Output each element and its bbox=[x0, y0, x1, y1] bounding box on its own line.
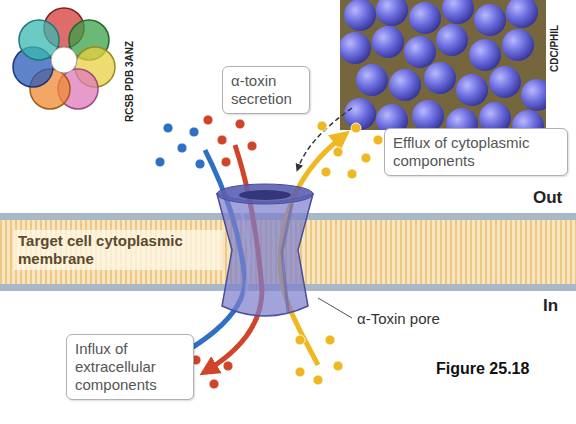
coccus bbox=[456, 74, 488, 106]
secretion-arrow bbox=[298, 108, 352, 168]
coccus bbox=[344, 0, 376, 31]
coccus bbox=[372, 26, 404, 58]
coccus bbox=[376, 0, 408, 26]
pore-rim bbox=[217, 184, 313, 204]
molecule bbox=[209, 379, 219, 389]
coccus bbox=[506, 0, 538, 28]
callout-box: Influx of extracellular components bbox=[66, 334, 194, 400]
coccus bbox=[436, 24, 468, 56]
molecule bbox=[333, 147, 343, 157]
coccus bbox=[474, 4, 506, 36]
figure-caption: Figure 25.18 bbox=[436, 360, 529, 378]
coccus bbox=[389, 69, 421, 101]
coccus bbox=[489, 66, 521, 98]
coccus bbox=[424, 62, 456, 94]
molecule bbox=[155, 157, 165, 167]
membrane-band: Target cell cytoplasmic membrane bbox=[0, 213, 576, 291]
node-text: Efflux of cytoplasmic components bbox=[393, 134, 559, 170]
credit-label: CDC/PHIL bbox=[549, 25, 560, 72]
molecule bbox=[317, 121, 327, 131]
leader-line bbox=[318, 298, 352, 318]
protein-structure bbox=[13, 8, 115, 109]
molecule bbox=[321, 167, 331, 177]
coccus bbox=[521, 79, 546, 111]
molecule bbox=[325, 335, 335, 345]
molecule bbox=[373, 135, 383, 145]
molecule bbox=[217, 135, 227, 145]
molecule bbox=[347, 169, 357, 179]
coccus bbox=[344, 98, 376, 130]
molecule bbox=[195, 159, 205, 169]
callout-box: α-toxin secretion bbox=[222, 66, 310, 114]
coccus bbox=[442, 0, 474, 24]
molecule bbox=[223, 361, 233, 371]
molecule bbox=[247, 141, 257, 151]
molecule bbox=[203, 115, 213, 125]
coccus bbox=[502, 29, 534, 61]
callout-box: Efflux of cytoplasmic components bbox=[384, 128, 568, 176]
molecule bbox=[189, 127, 199, 137]
molecule bbox=[361, 153, 371, 163]
coccus bbox=[404, 36, 436, 68]
node-text: α-toxin secretion bbox=[231, 72, 301, 108]
pore-hole bbox=[51, 47, 77, 73]
molecule bbox=[295, 335, 305, 345]
molecule bbox=[313, 375, 323, 385]
coccus bbox=[412, 100, 444, 130]
node-text: Target cell cytoplasmic membrane bbox=[14, 230, 222, 270]
part-label: α-Toxin pore bbox=[357, 310, 440, 327]
credit-label: RCSB PDB 3ANZ bbox=[124, 41, 135, 122]
bacteria-photo bbox=[340, 0, 546, 130]
molecule bbox=[235, 119, 245, 129]
node-text: Influx of extracellular components bbox=[75, 340, 185, 394]
molecule bbox=[351, 123, 361, 133]
coccus bbox=[446, 108, 478, 130]
coccus bbox=[512, 110, 544, 130]
coccus bbox=[479, 102, 511, 130]
side-label: Out bbox=[533, 188, 562, 208]
molecule bbox=[163, 123, 173, 133]
molecule bbox=[177, 143, 187, 153]
side-label: In bbox=[543, 296, 558, 316]
coccus bbox=[376, 104, 408, 130]
molecule bbox=[221, 157, 231, 167]
pore-opening bbox=[239, 190, 291, 200]
molecule bbox=[295, 367, 305, 377]
coccus bbox=[340, 32, 371, 64]
coccus bbox=[356, 64, 388, 96]
coccus bbox=[409, 2, 441, 34]
molecule bbox=[333, 361, 343, 371]
coccus bbox=[469, 39, 501, 71]
